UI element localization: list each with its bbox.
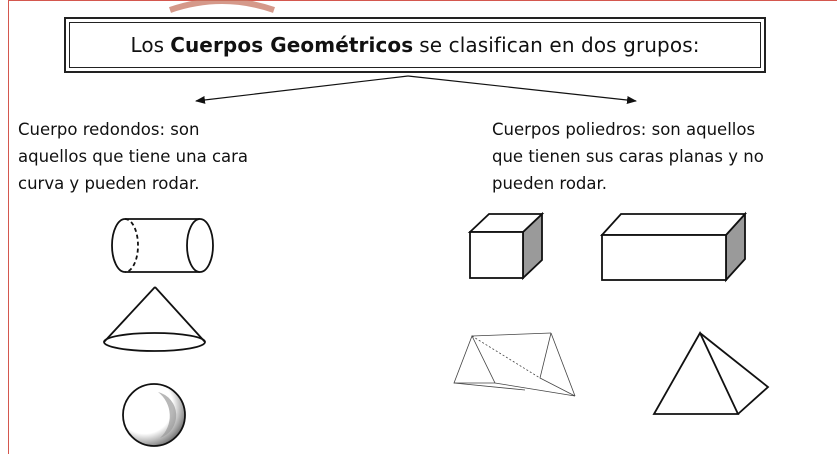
cone-shape [103, 286, 206, 352]
title-emphasis: Cuerpos Geométricos [170, 33, 414, 57]
pyramid-shape [652, 331, 770, 415]
page-title: Los Cuerpos Geométricos se clasifican en… [69, 22, 761, 68]
cube-shape [467, 211, 545, 281]
sphere-shape [122, 383, 186, 447]
title-suffix: se clasifican en dos grupos: [419, 33, 700, 57]
title-prefix: Los [130, 33, 165, 57]
arrow-left [195, 75, 409, 104]
classification-arrows [195, 75, 637, 104]
polyhedra-description: Cuerpos poliedros: son aquellos que tien… [492, 120, 764, 193]
rectangular-prism-shape [599, 211, 748, 283]
cylinder-shape [111, 218, 214, 273]
page-frame [8, 0, 837, 454]
triangular-prism-shape [453, 332, 576, 397]
title-box: Los Cuerpos Geométricos se clasifican en… [64, 17, 766, 73]
arrow-right [407, 75, 637, 104]
decorative-arc [169, 0, 275, 13]
round-bodies-description: Cuerpo redondos: son aquellos que tiene … [18, 120, 249, 193]
